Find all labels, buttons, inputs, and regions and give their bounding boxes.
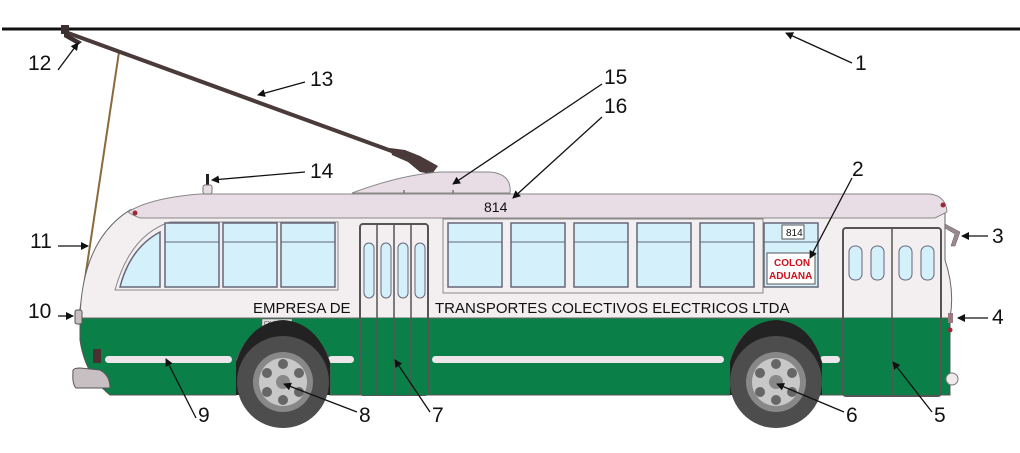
rear-view-mirror [944, 223, 961, 247]
fleet-number-sign: 814 [786, 228, 803, 239]
destination-line1: COLON [774, 258, 810, 269]
leader-9 [165, 358, 197, 419]
marker-light [132, 210, 138, 216]
window [573, 222, 629, 288]
callout-7: 7 [432, 404, 444, 427]
leader-2 [809, 177, 853, 259]
callout-16: 16 [604, 95, 627, 118]
rear-door [359, 223, 429, 396]
leader-8 [283, 382, 358, 413]
fleet-number-roof: 814 [484, 199, 508, 215]
front-door [842, 227, 942, 397]
roof-antenna [206, 174, 209, 186]
left-windows [164, 222, 336, 288]
window [636, 222, 692, 288]
front-bumper [945, 372, 959, 386]
rear-bumper [72, 367, 111, 389]
marker-light [947, 327, 953, 333]
leader-15 [452, 83, 603, 185]
callout-5: 5 [934, 404, 946, 427]
window [699, 222, 755, 288]
callout-2: 2 [852, 158, 864, 181]
callout-leaders [57, 32, 988, 419]
trolley-shoe [61, 25, 69, 34]
window [447, 222, 503, 288]
rear-grille [93, 349, 101, 363]
trolley-base [390, 148, 438, 174]
side-trim [820, 356, 840, 363]
middle-window-frame [442, 218, 764, 294]
window [510, 222, 566, 288]
side-trim [105, 356, 232, 363]
callout-11: 11 [30, 230, 52, 253]
trolley-pole [66, 31, 432, 167]
leader-16 [512, 116, 603, 199]
leader-5 [892, 361, 933, 413]
callout-12: 12 [28, 52, 51, 75]
front-window-frame [114, 221, 339, 291]
callout-9: 9 [198, 404, 210, 427]
leader-1 [785, 32, 853, 64]
leader-14 [211, 171, 306, 184]
callout-15: 15 [604, 66, 627, 89]
front-curved-window [119, 230, 161, 288]
leader-7 [394, 359, 431, 413]
rear-light [74, 309, 83, 325]
front-wheel [730, 320, 822, 428]
rear-wheel [236, 320, 330, 428]
company-name-part1: EMPRESA DE [253, 300, 351, 317]
front-light [948, 313, 953, 323]
trolley-shoe-holder [64, 32, 82, 45]
marker-light [940, 202, 946, 208]
destination-sign: 814 COLON ADUANA [763, 222, 819, 288]
callout-labels: 1 2 3 4 5 6 7 8 9 10 11 12 13 14 15 16 [28, 52, 1004, 427]
callout-10: 10 [28, 300, 51, 323]
callout-4: 4 [992, 306, 1004, 329]
retriever-rope [79, 51, 120, 313]
callout-3: 3 [992, 225, 1004, 248]
roof-fairing [351, 171, 511, 194]
callout-6: 6 [846, 404, 858, 427]
middle-windows [447, 222, 755, 288]
window [280, 222, 336, 288]
antenna-base [202, 184, 213, 195]
leader-12 [57, 42, 79, 71]
callout-8: 8 [359, 404, 371, 427]
leader-6 [776, 383, 845, 413]
roof-band [127, 193, 948, 219]
side-trim [328, 356, 354, 363]
company-name-part2: TRANSPORTES COLECTIVOS ELECTRICOS LTDA [435, 300, 790, 317]
callout-14: 14 [310, 160, 334, 183]
window [222, 222, 278, 288]
destination-line2: ADUANA [769, 271, 812, 282]
callout-13: 13 [310, 68, 333, 91]
leader-13 [257, 81, 306, 97]
window [164, 222, 220, 288]
side-trim [432, 356, 724, 363]
callout-1: 1 [855, 52, 867, 75]
